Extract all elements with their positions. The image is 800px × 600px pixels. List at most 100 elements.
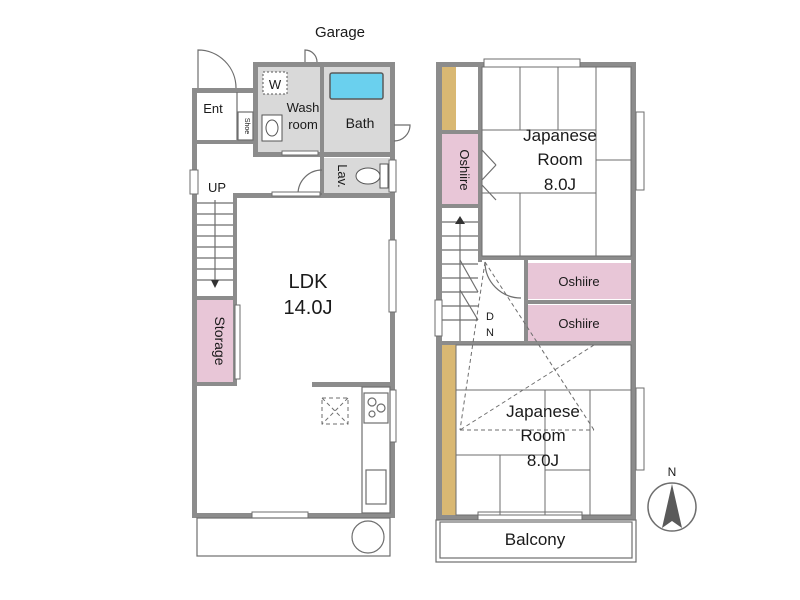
- washbasin-bowl: [265, 119, 279, 137]
- window-1f-left: [189, 169, 199, 195]
- lav-label: Lav.: [335, 164, 350, 188]
- toilet-bowl: [355, 167, 381, 185]
- wall-2f-right-lower: [631, 258, 636, 520]
- wash-sliding-door: [281, 150, 319, 156]
- wall-storage-bottom: [197, 382, 237, 386]
- wall-2f-right-upper: [631, 62, 636, 210]
- bath-label: Bath: [346, 115, 375, 131]
- wall-left: [192, 88, 197, 518]
- wall-wash-left: [253, 62, 258, 156]
- second-floor: D N Oshiire Japanese Room 8.0J Oshiire O…: [434, 58, 645, 563]
- upper-room-door-swing: [484, 261, 522, 299]
- wall-2f-oshiire-upper-right: [478, 62, 482, 262]
- storage-fill: [197, 300, 233, 382]
- staircase-1f: [197, 200, 233, 288]
- first-floor: W Shoe Ent: [189, 24, 411, 557]
- garage-label: Garage: [315, 24, 365, 41]
- balcony-label: Balcony: [505, 530, 566, 549]
- shoe-cabinet: [237, 111, 254, 141]
- stove: [363, 392, 389, 424]
- wall-2f-oshiire-div: [527, 300, 633, 304]
- bath-door-swing: [393, 124, 411, 142]
- wall-stair-right: [233, 193, 237, 299]
- jroom-upper-label-2: Room: [537, 150, 582, 169]
- staircase-2f: [442, 216, 479, 341]
- ldk-entry-door: [271, 191, 321, 197]
- dn-label-d: D: [486, 311, 494, 323]
- ent-label: Ent: [203, 101, 223, 116]
- wall-top-wash: [253, 62, 395, 67]
- wall-lav-left: [320, 156, 324, 196]
- wall-2f-oshiire-upper-bottom: [442, 204, 482, 208]
- north-arrow-icon: [662, 484, 682, 528]
- window-2f-top: [483, 58, 581, 68]
- bath-tub: [329, 72, 384, 100]
- washbasin: [261, 114, 283, 142]
- window-1f-right: [388, 239, 397, 313]
- outdoor-unit: [351, 520, 385, 554]
- sink: [365, 469, 387, 505]
- jroom-lower-label-2: Room: [520, 426, 565, 445]
- wall-2f-lower-room-top: [436, 341, 636, 345]
- jroom-upper-label-3: 8.0J: [544, 175, 576, 194]
- jroom-lower-label-3: 8.0J: [527, 451, 559, 470]
- oshiire-mid-fill-2: [527, 305, 631, 341]
- balcony-rail: [439, 521, 633, 559]
- wall-2f-upper-room-bottom: [478, 256, 636, 260]
- wall-wash-bath-div: [320, 66, 324, 156]
- dn-label-n: N: [486, 327, 494, 339]
- window-1f-lav: [388, 159, 397, 193]
- tokonoma-lower: [442, 345, 456, 515]
- wall-right-lower: [390, 380, 395, 518]
- range-hood: [321, 397, 349, 425]
- north-label: N: [668, 465, 677, 479]
- wall-kitchen-stub: [312, 382, 394, 387]
- wall-top-ent: [192, 88, 258, 93]
- wall-2f-notch: [631, 206, 636, 260]
- tatami-lower: [455, 344, 632, 516]
- shoe-label: Shoe: [243, 118, 250, 134]
- stove-burner-3: [368, 410, 376, 418]
- wall-storage-top: [197, 296, 237, 300]
- window-2f-right-lower: [635, 387, 645, 471]
- oshiire-mid-label-1: Oshiire: [558, 274, 599, 289]
- window-1f-storage: [234, 304, 241, 380]
- stair-up-arrow: [211, 280, 219, 288]
- garage-door-swing: [304, 49, 318, 63]
- up-label: UP: [208, 180, 226, 195]
- wall-2f-left: [436, 62, 442, 520]
- tatami-upper: [481, 66, 632, 257]
- storage-label: Storage: [212, 316, 228, 365]
- oshiire-upper-fill: [442, 134, 478, 204]
- washer-label: W: [269, 77, 282, 92]
- void-overlay: [459, 261, 595, 431]
- stair-dn-arrow: [455, 216, 465, 224]
- wash-room-label-2: room: [288, 117, 318, 132]
- jroom-lower-label-1: Japanese: [506, 402, 580, 421]
- wall-right-bath: [390, 66, 395, 194]
- window-2f-bottom: [477, 511, 583, 521]
- oshiire-mid-label-2: Oshiire: [558, 316, 599, 331]
- entrance-door-swing: [197, 49, 237, 89]
- ldk-label-2: 14.0J: [284, 297, 333, 319]
- lav-door-swing: [297, 169, 323, 195]
- oshiire-upper-label: Oshiire: [457, 149, 472, 190]
- stove-burner-1: [367, 397, 377, 407]
- oshiire-mid-fill-1: [527, 263, 631, 299]
- window-2f-left: [434, 299, 443, 337]
- jroom-upper-label-1: Japanese: [523, 126, 597, 145]
- stove-burner-2: [376, 403, 386, 413]
- tokonoma-upper: [442, 67, 456, 131]
- wash-room-label-1: Wash: [287, 100, 320, 115]
- toilet-tank: [379, 163, 389, 189]
- compass: N: [647, 465, 697, 532]
- wall-2f-oshiire-left: [524, 258, 528, 344]
- balcony: [435, 519, 637, 563]
- oshiire-upper-doors: [481, 149, 497, 201]
- window-2f-right-upper: [635, 111, 645, 191]
- wall-2f-tokonoma-top: [442, 130, 482, 134]
- washer-box: [262, 71, 288, 95]
- wall-ent-bottom: [192, 140, 258, 144]
- ldk-label-1: LDK: [289, 271, 329, 293]
